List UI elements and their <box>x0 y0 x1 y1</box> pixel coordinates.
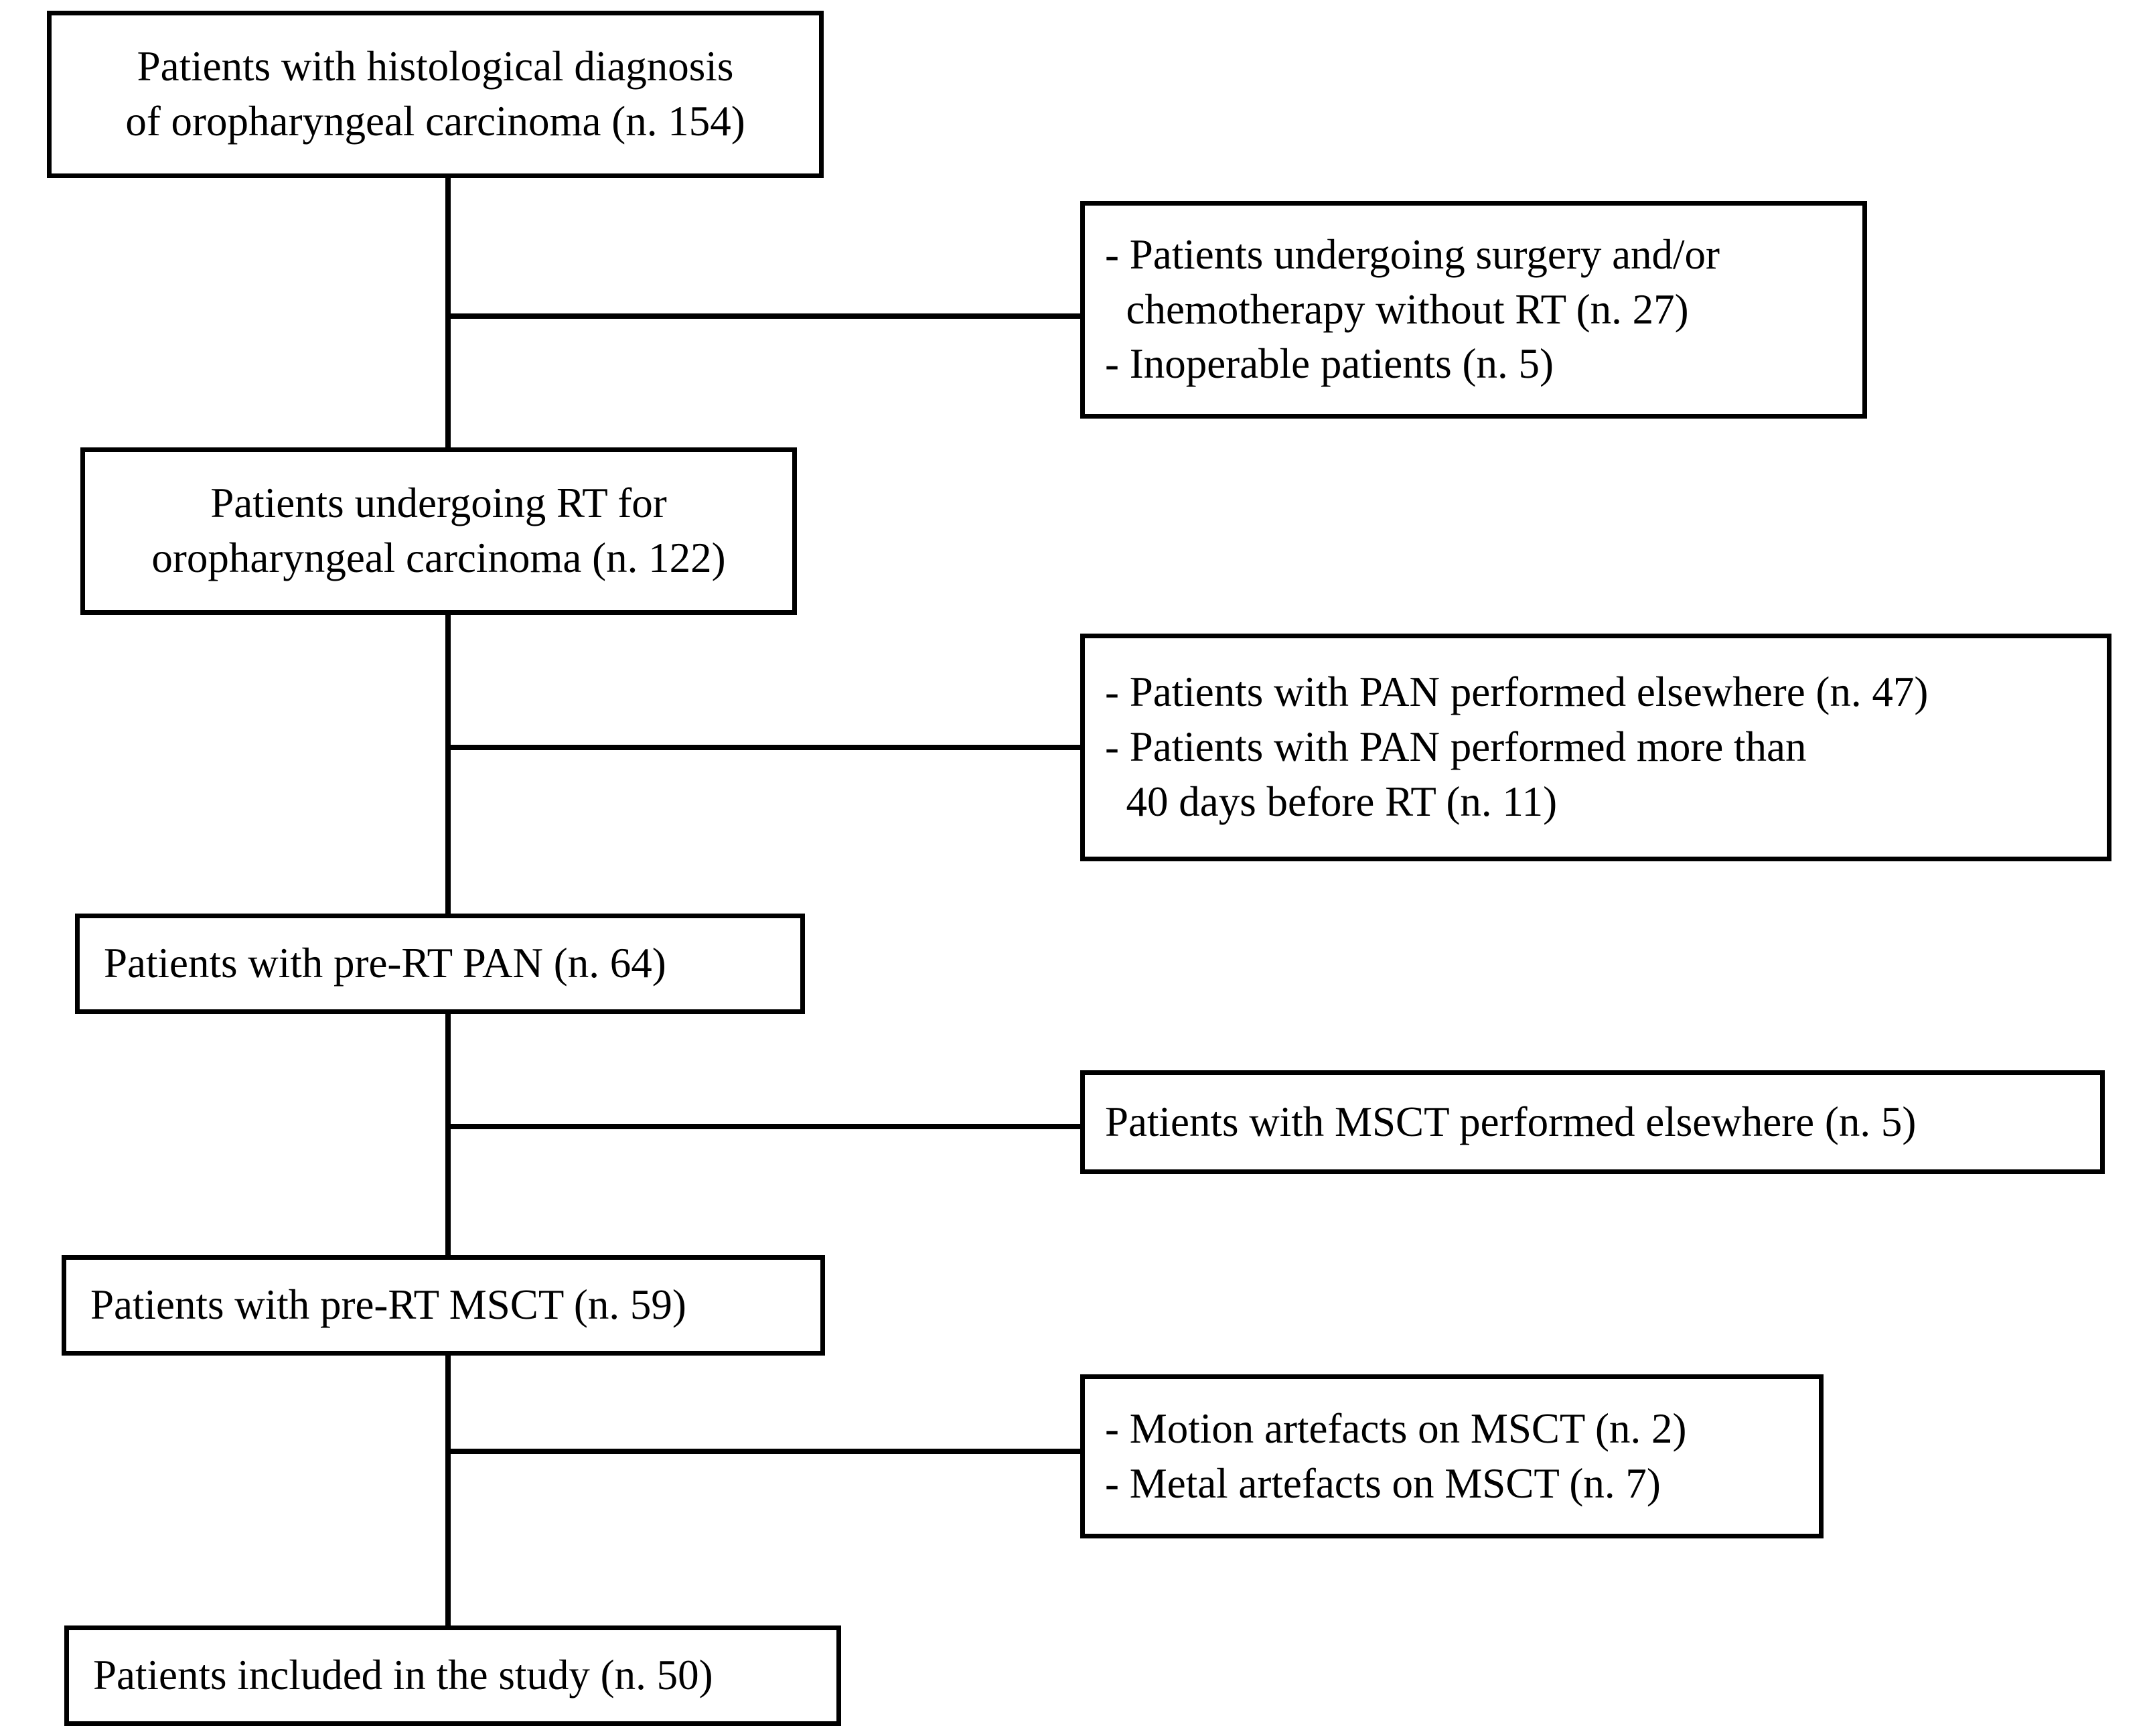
exclusion-pan-elsewhere[interactable]: - Patients with PAN performed elsewhere … <box>1080 634 2111 861</box>
exclusion-surgery-chemo-line2: chemotherapy without RT (n. 27) <box>1105 285 1689 333</box>
exclusion-surgery-chemo-line3: - Inoperable patients (n. 5) <box>1105 340 1554 388</box>
connector-trunk-1 <box>445 86 451 451</box>
node-undergoing-rt-line1: Patients undergoing RT for <box>210 480 667 527</box>
exclusion-pan-elsewhere-line3: 40 days before RT (n. 11) <box>1105 778 1558 825</box>
exclusion-surgery-chemo-line1: - Patients undergoing surgery and/or <box>1105 230 1720 278</box>
exclusion-msct-artefacts-line1: - Motion artefacts on MSCT (n. 2) <box>1105 1404 1687 1452</box>
node-pre-rt-pan[interactable]: Patients with pre-RT PAN (n. 64) <box>75 914 805 1014</box>
node-histological-diagnosis-line1: Patients with histological diagnosis <box>137 43 734 90</box>
exclusion-pan-elsewhere-line2: - Patients with PAN performed more than <box>1105 723 1807 771</box>
node-undergoing-rt-line2: oropharyngeal carcinoma (n. 122) <box>151 534 726 581</box>
node-included-in-study[interactable]: Patients included in the study (n. 50) <box>64 1625 841 1726</box>
node-histological-diagnosis-line2: of oropharyngeal carcinoma (n. 154) <box>125 98 745 145</box>
exclusion-surgery-chemo[interactable]: - Patients undergoing surgery and/or che… <box>1080 201 1867 419</box>
exclusion-pan-elsewhere-line1: - Patients with PAN performed elsewhere … <box>1105 668 1929 716</box>
connector-trunk-2 <box>445 596 451 918</box>
connector-trunk-4 <box>445 1335 451 1630</box>
node-histological-diagnosis[interactable]: Patients with histological diagnosis of … <box>47 11 824 178</box>
connector-branch-2 <box>445 745 1085 750</box>
exclusion-msct-elsewhere-line1: Patients with MSCT performed elsewhere (… <box>1105 1098 1917 1145</box>
node-pre-rt-msct[interactable]: Patients with pre-RT MSCT (n. 59) <box>62 1255 825 1356</box>
exclusion-msct-elsewhere[interactable]: Patients with MSCT performed elsewhere (… <box>1080 1070 2105 1174</box>
connector-trunk-3 <box>445 971 451 1259</box>
exclusion-msct-artefacts-line2: - Metal artefacts on MSCT (n. 7) <box>1105 1459 1661 1507</box>
connector-branch-3 <box>445 1124 1085 1129</box>
connector-branch-1 <box>445 313 1085 319</box>
node-included-in-study-label: Patients included in the study (n. 50) <box>93 1652 713 1699</box>
node-undergoing-rt[interactable]: Patients undergoing RT for oropharyngeal… <box>80 447 797 615</box>
connector-branch-4 <box>445 1449 1085 1454</box>
exclusion-msct-artefacts[interactable]: - Motion artefacts on MSCT (n. 2) - Meta… <box>1080 1374 1824 1538</box>
node-pre-rt-msct-label: Patients with pre-RT MSCT (n. 59) <box>90 1281 686 1329</box>
node-pre-rt-pan-label: Patients with pre-RT PAN (n. 64) <box>104 940 666 987</box>
